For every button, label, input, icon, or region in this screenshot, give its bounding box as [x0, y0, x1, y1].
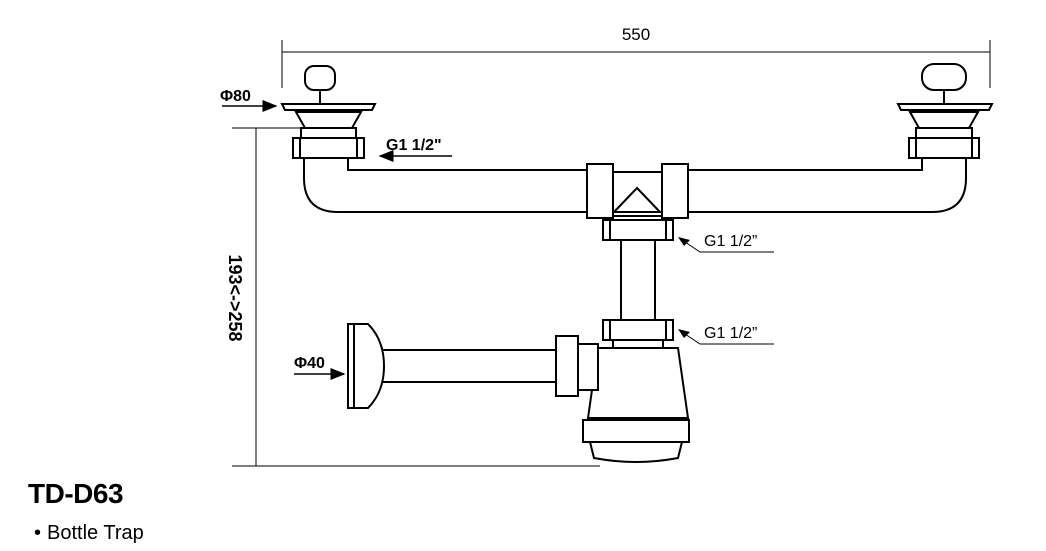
tee-thread-label: G1 1/2”: [704, 233, 757, 250]
model-number: TD-D63: [28, 478, 124, 509]
right-strainer: [896, 63, 994, 159]
trap-thread-label: G1 1/2”: [704, 325, 757, 342]
description-text: Bottle Trap: [47, 522, 144, 544]
trap-thread-callout: G1 1/2”: [678, 325, 774, 345]
horizontal-waste-pipe: [303, 157, 967, 213]
product-description: •Bottle Trap: [34, 522, 144, 545]
outlet-diameter-label: Φ40: [294, 355, 325, 372]
bullet-icon: •: [34, 522, 42, 544]
width-label: 550: [622, 25, 650, 44]
strainer-thread-callout: G1 1/2": [378, 137, 452, 162]
outlet-diameter-callout: Φ40: [294, 355, 346, 380]
left-strainer-handle-icon: [304, 65, 336, 91]
vertical-pipe: [620, 239, 656, 321]
tee-fitting: [586, 163, 689, 241]
bottle-trap-body: [582, 319, 690, 463]
side-outlet: [347, 323, 599, 409]
tee-thread-callout: G1 1/2”: [678, 233, 774, 253]
width-dimension: 550: [281, 25, 991, 88]
inlet-diameter-callout: Φ80: [220, 88, 278, 112]
height-range-label: 193<->258: [225, 254, 245, 341]
strainer-thread-label: G1 1/2": [386, 137, 442, 154]
height-dimension: 193<->258: [225, 127, 600, 467]
right-strainer-handle-icon: [921, 63, 967, 91]
left-strainer: [280, 65, 377, 159]
inlet-diameter-label: Φ80: [220, 88, 251, 105]
